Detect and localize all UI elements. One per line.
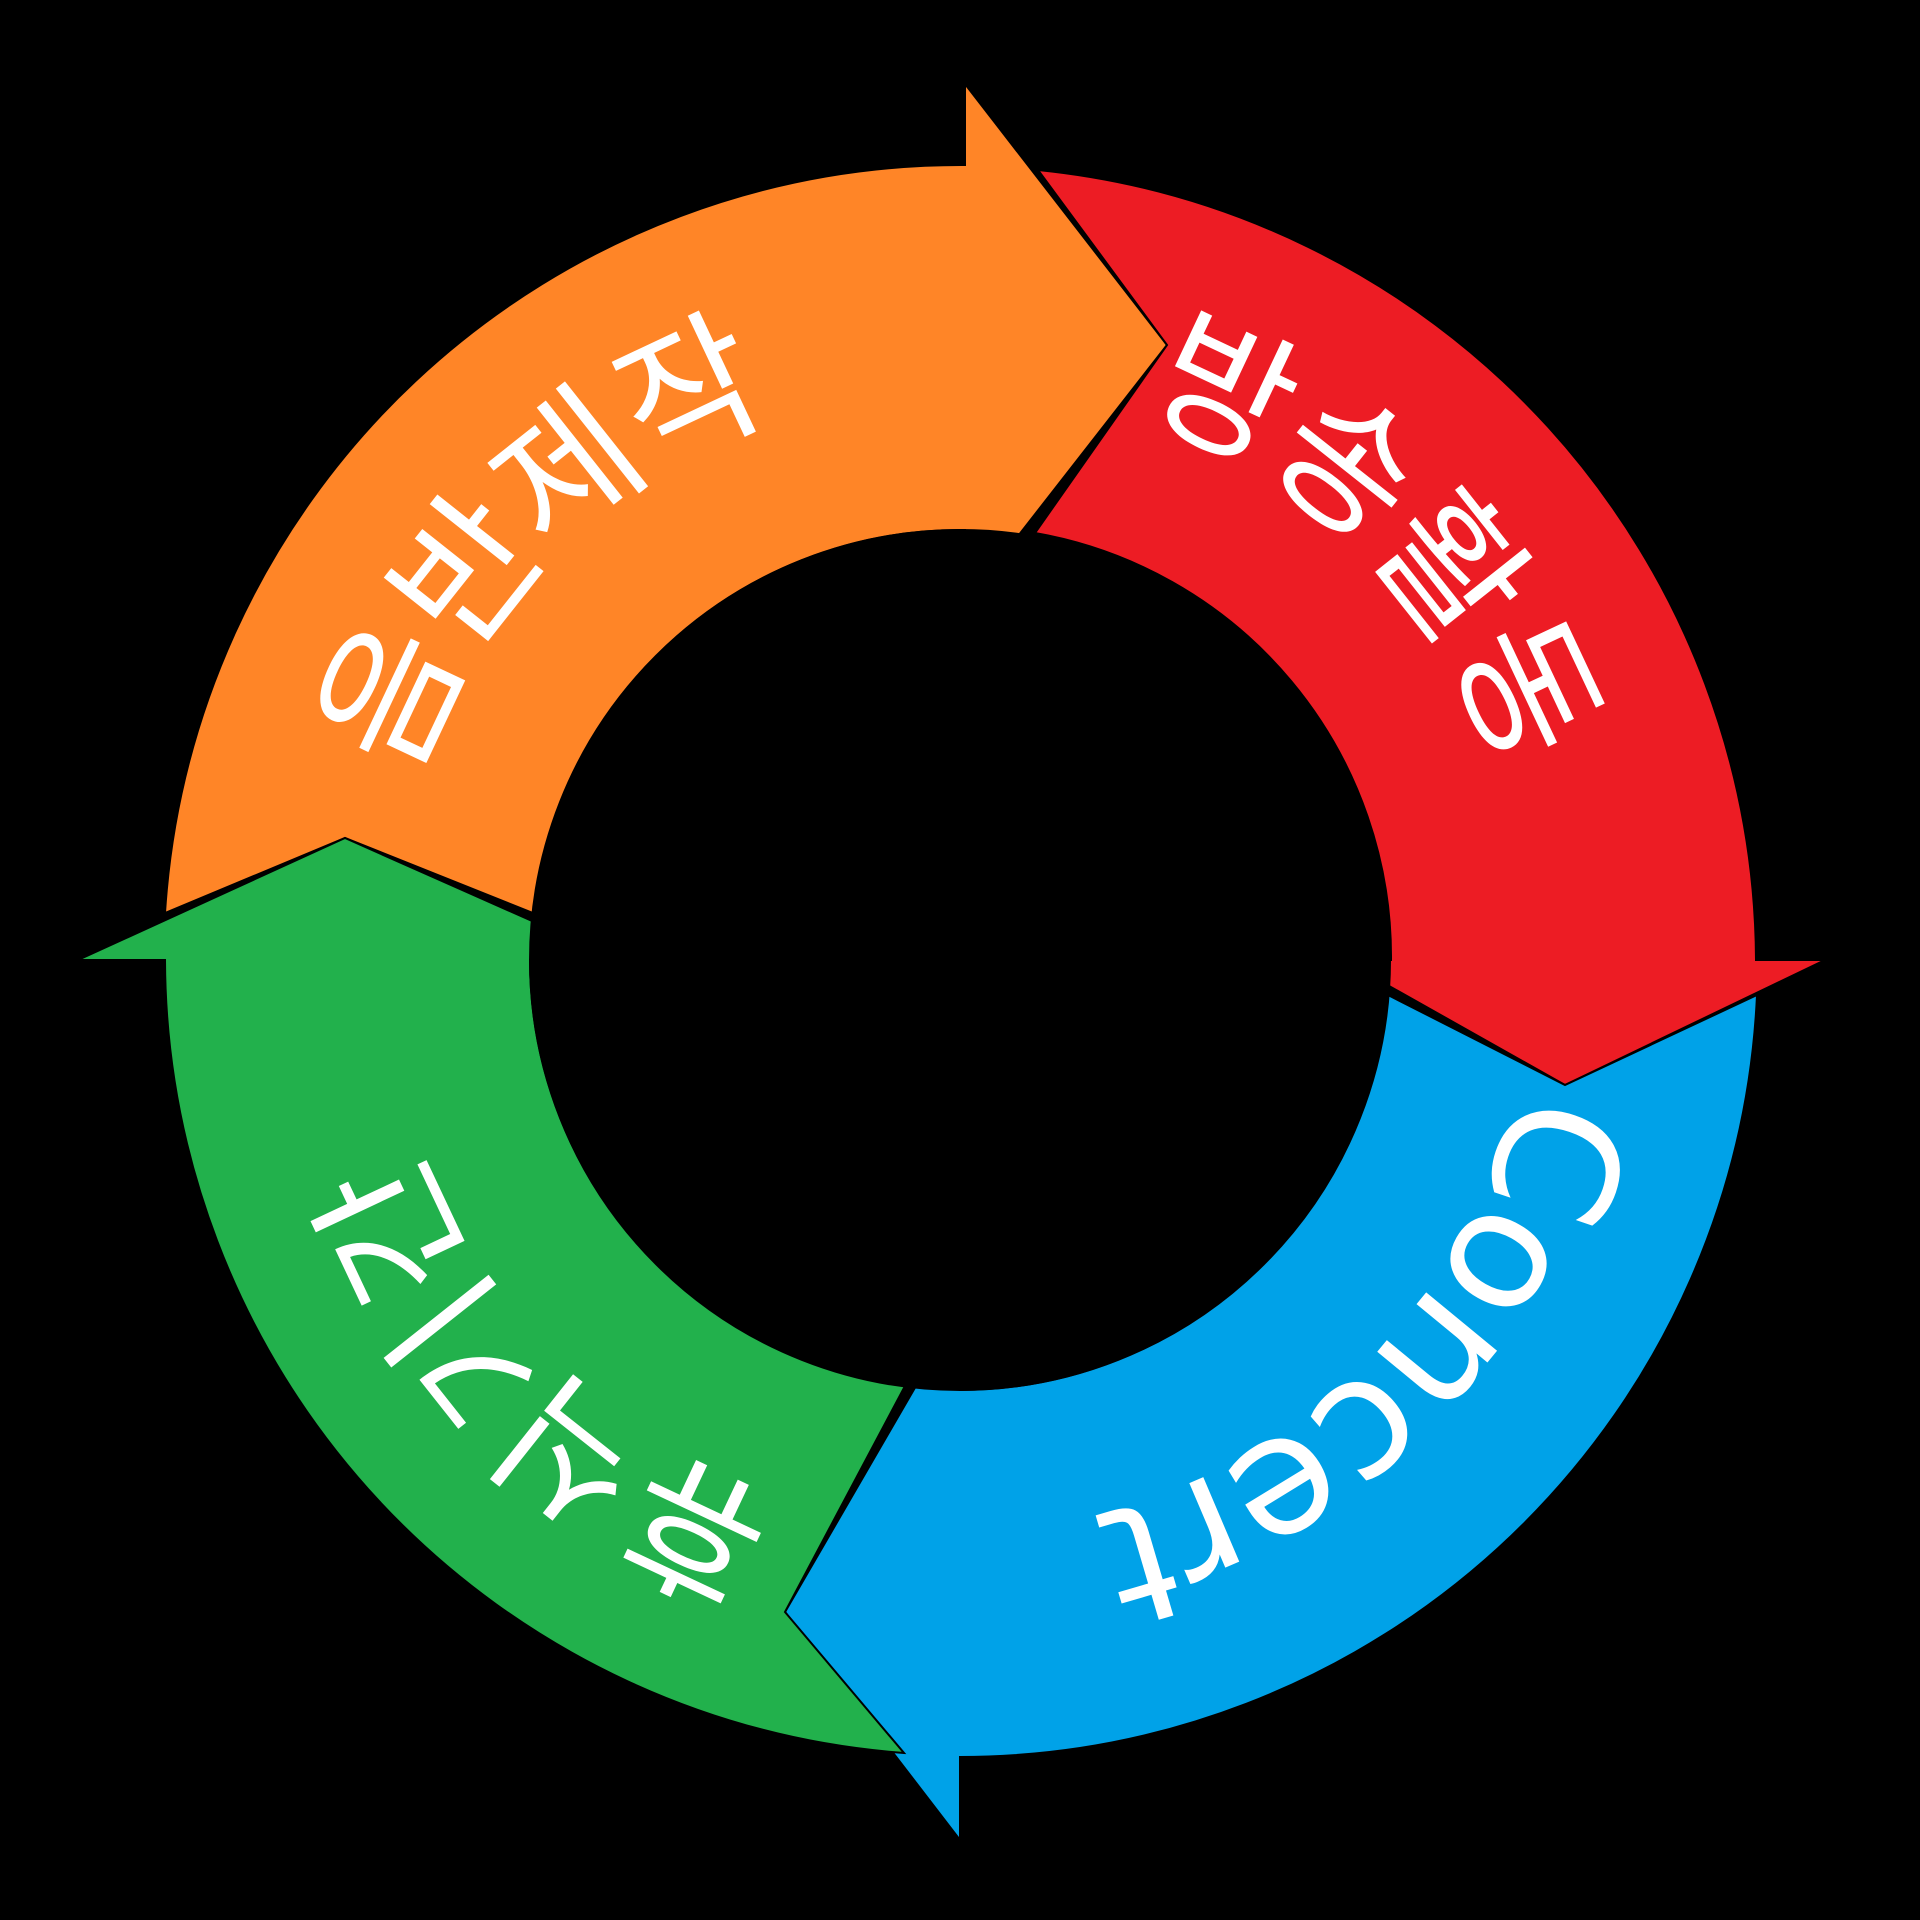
center-hole (529, 529, 1391, 1391)
segment-rest: 휴식기간 (77, 836, 907, 1755)
segment-broadcast-arrow (1033, 168, 1826, 1087)
